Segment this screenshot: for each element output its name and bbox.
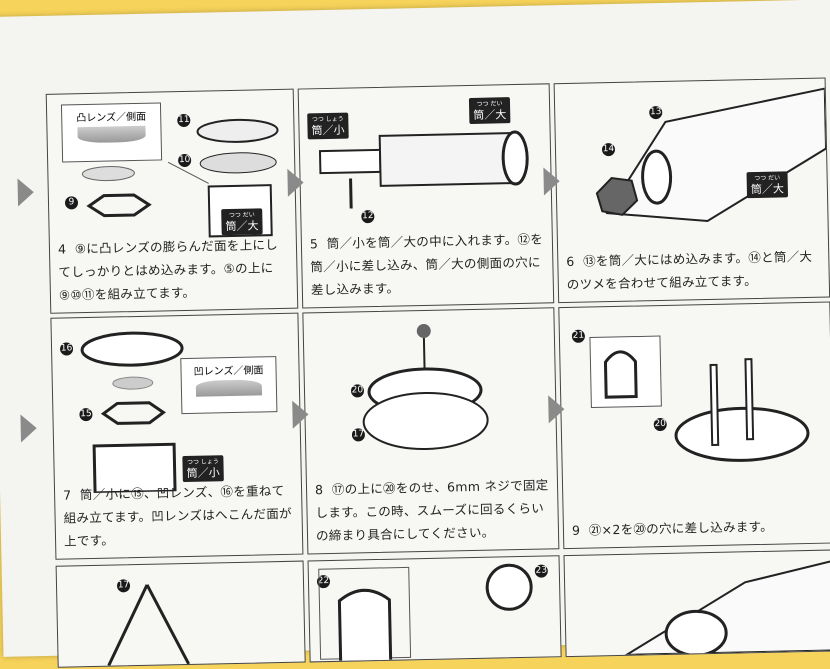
step-9-number: 9 [571, 522, 581, 538]
step-6-instruction: ⑬を筒／大にはめ込みます。⑭と筒／大のツメを合わせて組み立てます。 [566, 248, 813, 292]
flow-arrow-icon [20, 414, 38, 443]
flow-arrow-icon [287, 168, 304, 197]
tube-large-tag-4: つつ だい 筒／大 [221, 208, 263, 236]
step-9-instruction: ㉑×2を⑳の穴に差し込みます。 [588, 518, 774, 538]
step-11-panel: 22 23 [307, 555, 562, 663]
flow-arrow-icon [548, 395, 565, 424]
step-8-instruction: ⑰の上に⑳をのせ、6mm ネジで固定します。この時、スムーズに回るくらいの締まり… [315, 477, 549, 544]
step-6-number: 6 [566, 253, 575, 269]
tube-small-tag-7: つつ しょう 筒／小 [182, 455, 224, 483]
step-9-panel: 21 20 9 ㉑×2を⑳の穴に差し込みます。 [558, 301, 830, 550]
step-11-illustration [318, 563, 533, 661]
tube-large-tag-5: つつ だい 筒／大 [468, 97, 511, 124]
step-8-illustration [362, 323, 489, 450]
step-4-panel: 凸レンズ／側面 9 10 11 つつ だい 筒／大 4 ⑨に凸レンズの膨らんだ面… [45, 88, 299, 314]
step-grid: 凸レンズ／側面 9 10 11 つつ だい 筒／大 4 ⑨に凸レンズの膨らんだ面… [17, 77, 830, 668]
step-7-text: 7 筒／小に⑮、凹レンズ、⑯を重ねて組み立てます。凹レンズはへこんだ面が上です。 [63, 479, 296, 553]
step-8-text: 8 ⑰の上に⑳をのせ、6mm ネジで固定します。この時、スムーズに回るくらいの締… [315, 473, 552, 547]
step-7-panel: 凹レンズ／側面 16 15 つつ しょう 筒／小 7 筒／小に⑮、凹レンズ、⑯を… [50, 312, 304, 560]
step-6-panel: 13 14 つつ だい 筒／大 6 ⑬を筒／大にはめ込みます。⑭と筒／大のツメを… [553, 77, 830, 304]
step-6-illustration [595, 87, 828, 223]
step-6-text: 6 ⑬を筒／大にはめ込みます。⑭と筒／大のツメを合わせて組み立てます。 [566, 245, 823, 296]
step-5-instruction: 筒／小を筒／大の中に入れます。⑫を筒／小に差し込み、筒／大の側面の穴に差し込みま… [310, 231, 544, 298]
step-8-panel: 20 17 8 ⑰の上に⑳をのせ、6mm ネジで固定します。この時、スムーズに回… [302, 307, 560, 555]
flow-arrow-icon [543, 167, 560, 196]
step-7-instruction: 筒／小に⑮、凹レンズ、⑯を重ねて組み立てます。凹レンズはへこんだ面が上です。 [63, 482, 292, 549]
flow-arrow-icon [17, 178, 35, 207]
step-7-number: 7 [62, 487, 72, 503]
step-10-panel: 17 [55, 560, 306, 668]
step-4-number: 4 [57, 241, 67, 257]
step-4-instruction: ⑨に凸レンズの膨らんだ面を上にしてしっかりとはめ込みます。⑤の上に⑨⑩⑪を組み立… [58, 237, 279, 303]
step-9-text: 9 ㉑×2を⑳の穴に差し込みます。 [572, 514, 828, 542]
step-10-illustration [107, 584, 191, 667]
tube-large-tag-6: つつ だい 筒／大 [746, 171, 789, 199]
step-5-text: 5 筒／小を筒／大の中に入れます。⑫を筒／小に差し込み、筒／大の側面の穴に差し込… [310, 227, 547, 301]
step-5-number: 5 [309, 236, 319, 252]
step-9-illustration [589, 335, 810, 462]
step-5-panel: つつ しょう 筒／小 つつ だい 筒／大 12 5 筒／小を筒／大の中に入れます… [297, 83, 555, 309]
step-12-illustration [622, 559, 830, 657]
step-8-number: 8 [314, 482, 324, 498]
step-7-illustration [80, 331, 184, 494]
tube-small-tag-5: つつ しょう 筒／小 [307, 112, 349, 140]
step-12-panel [563, 549, 830, 658]
step-5-illustration [318, 130, 529, 209]
step-4-text: 4 ⑨に凸レンズの膨らんだ面を上にしてしっかりとはめ込みます。⑤の上に⑨⑩⑪を組… [58, 233, 291, 307]
flow-arrow-icon [292, 400, 309, 429]
